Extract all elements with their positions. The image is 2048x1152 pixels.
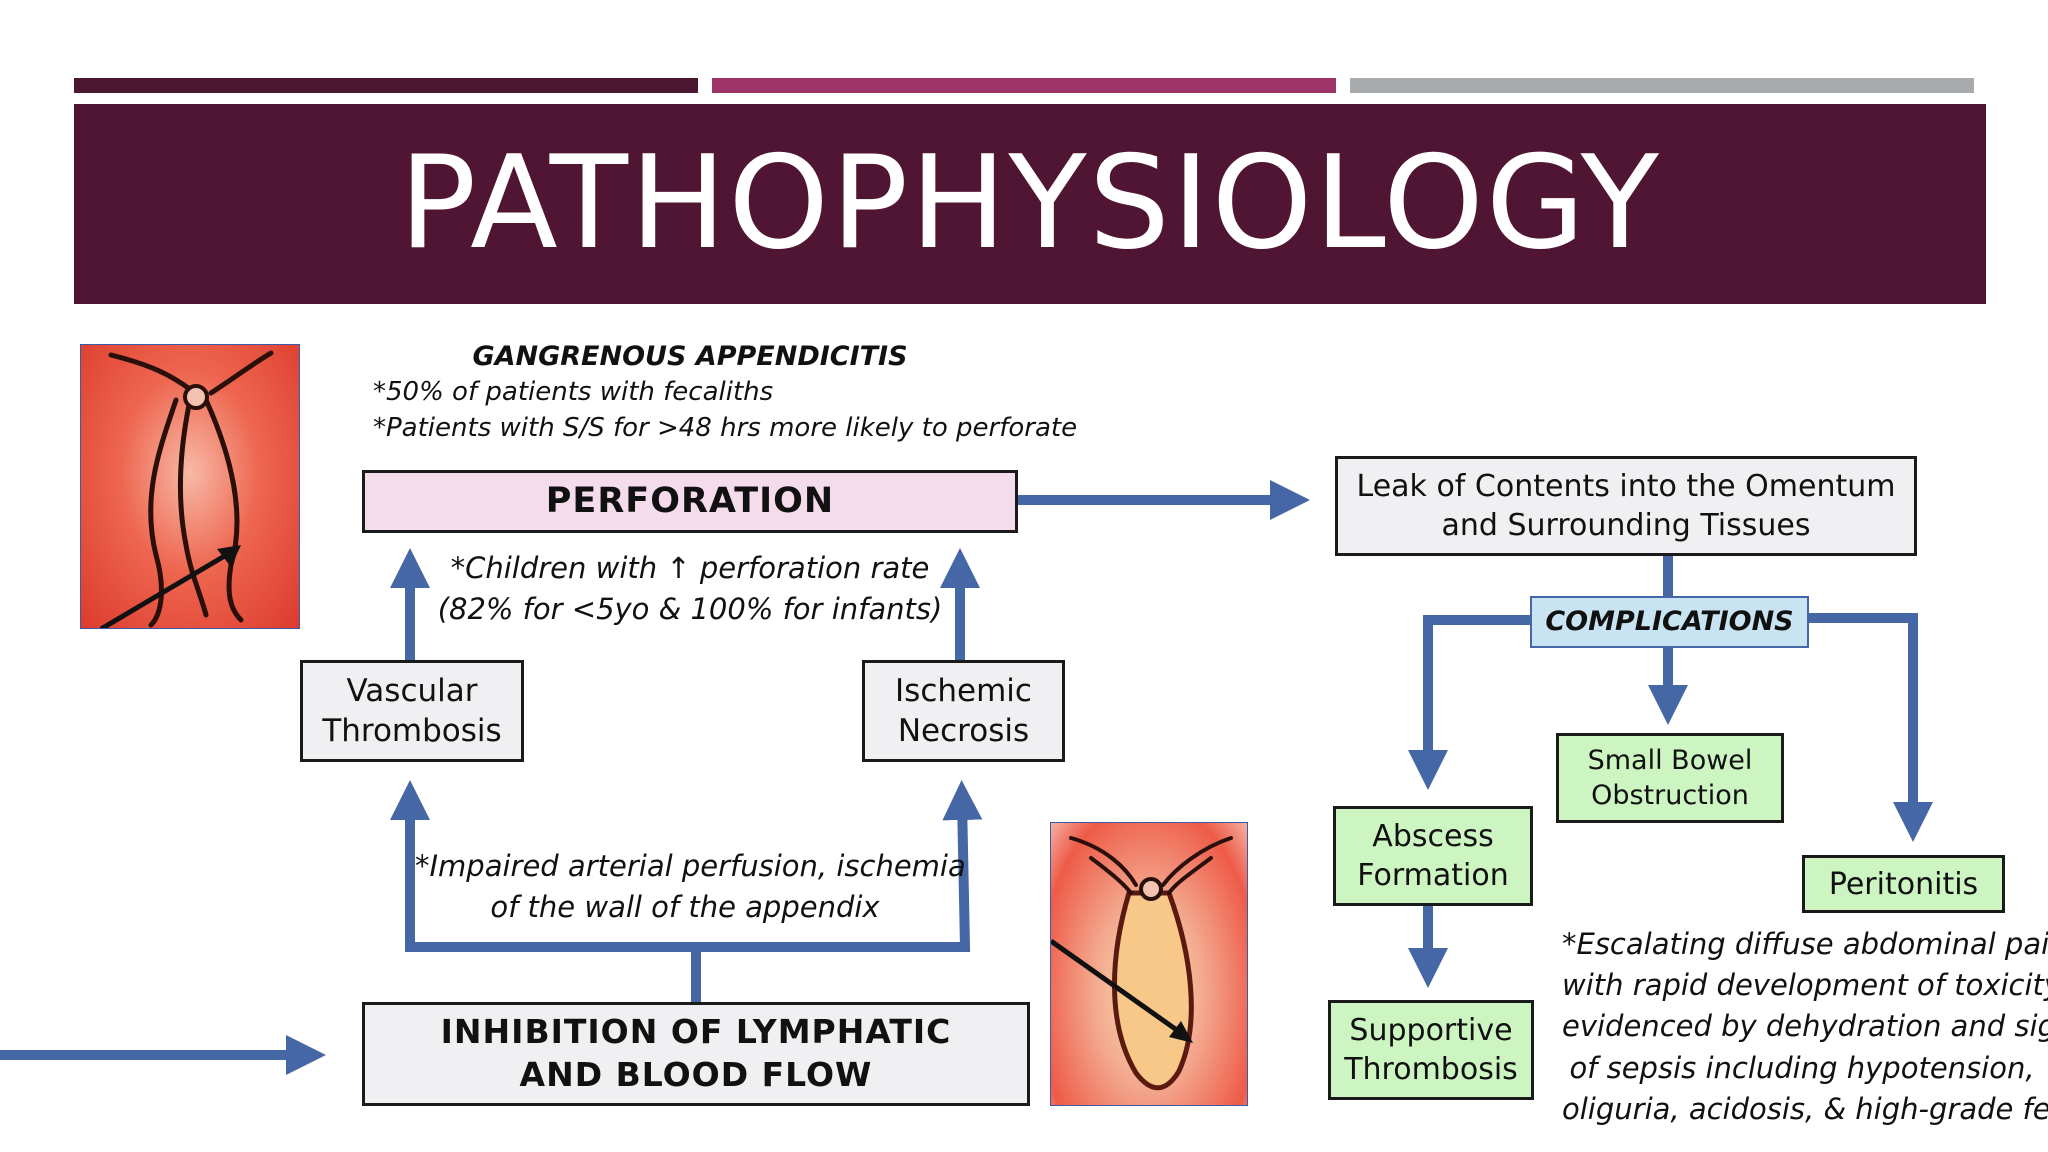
gangrenous-heading: GANGRENOUS APPENDICITIS (472, 341, 908, 372)
leak-line-2: and Surrounding Tissues (1441, 508, 1811, 543)
appendix-illustration-top (80, 344, 300, 629)
inhibition-line-1: INHIBITION OF LYMPHATIC (440, 1012, 952, 1052)
escalating-note-line-1: *Escalating diffuse abdominal pain (1562, 927, 2048, 961)
peritonitis-box: Peritonitis (1802, 855, 2005, 913)
vascular-thrombosis-line-1: Vascular (346, 672, 478, 709)
page-title: PATHOPHYSIOLOGY (399, 129, 1661, 278)
appendix-inflamed-drawing-icon (1051, 836, 1233, 1091)
perforation-label: PERFORATION (545, 480, 835, 521)
appendix-illustration-bottom (1050, 822, 1248, 1106)
arrow-to-peritonitis (1805, 613, 1933, 842)
children-note-line-2: (82% for <5yo & 100% for infants) (437, 592, 943, 627)
peritonitis-label: Peritonitis (1828, 866, 1979, 902)
vascular-thrombosis-line-2: Thrombosis (322, 713, 502, 749)
impaired-note-line-1: *Impaired arterial perfusion, ischemia (415, 849, 966, 883)
abscess-formation-box: Abscess Formation (1333, 806, 1533, 906)
abscess-line-1: Abscess (1372, 819, 1494, 854)
abscess-line-2: Formation (1357, 858, 1509, 893)
gangrenous-note-1: *50% of patients with fecaliths (373, 377, 774, 407)
small-bowel-obstruction-box: Small Bowel Obstruction (1556, 733, 1784, 823)
impaired-note-line-2: of the wall of the appendix (490, 890, 880, 925)
impaired-perfusion-note: *Impaired arterial perfusion, ischemia o… (415, 846, 966, 928)
appendix-drawing-icon (99, 350, 274, 628)
ischemic-necrosis-line-1: Ischemic (895, 672, 1032, 709)
arrow-to-vascular (390, 780, 696, 952)
small-bowel-line-1: Small Bowel (1587, 744, 1753, 776)
accent-bar-gray (1350, 78, 1974, 93)
leak-box: Leak of Contents into the Omentum and Su… (1335, 456, 1917, 556)
complications-label: COMPLICATIONS (1545, 606, 1794, 638)
ischemic-necrosis-box: Ischemic Necrosis (862, 660, 1065, 762)
supportive-line-2: Thrombosis (1344, 1052, 1518, 1087)
escalating-pain-note: *Escalating diffuse abdominal pain with … (1562, 924, 2048, 1130)
title-banner: PATHOPHYSIOLOGY (74, 104, 1986, 304)
complications-box: COMPLICATIONS (1530, 596, 1809, 648)
arrow-to-ischemic (696, 780, 983, 952)
supportive-thrombosis-box: Supportive Thrombosis (1328, 1000, 1534, 1100)
perforation-box: PERFORATION (362, 470, 1018, 533)
children-note: *Children with ↑ perforation rate (82% f… (430, 548, 950, 630)
escalating-note-line-3: evidenced by dehydration and signs (1562, 1009, 2048, 1044)
inhibition-line-2: AND BLOOD FLOW (519, 1055, 873, 1094)
escalating-note-line-4: of sepsis including hypotension, (1569, 1050, 2035, 1085)
vascular-thrombosis-box: Vascular Thrombosis (300, 660, 524, 762)
accent-bar-dark (74, 78, 698, 93)
children-note-line-1: *Children with ↑ perforation rate (450, 551, 930, 585)
inhibition-box: INHIBITION OF LYMPHATIC AND BLOOD FLOW (362, 1002, 1030, 1106)
accent-bar-magenta (712, 78, 1336, 93)
escalating-note-line-5: oliguria, acidosis, & high-grade fever (1562, 1091, 2048, 1126)
ischemic-necrosis-line-2: Necrosis (897, 713, 1030, 749)
small-bowel-line-2: Obstruction (1591, 780, 1749, 811)
gangrenous-note-2: *Patients with S/S for >48 hrs more like… (373, 413, 1078, 443)
escalating-note-line-2: with rapid development of toxicity (1562, 968, 2048, 1003)
arrow-to-abscess (1408, 615, 1530, 790)
supportive-line-1: Supportive (1349, 1013, 1513, 1048)
leak-line-1: Leak of Contents into the Omentum (1356, 469, 1896, 504)
